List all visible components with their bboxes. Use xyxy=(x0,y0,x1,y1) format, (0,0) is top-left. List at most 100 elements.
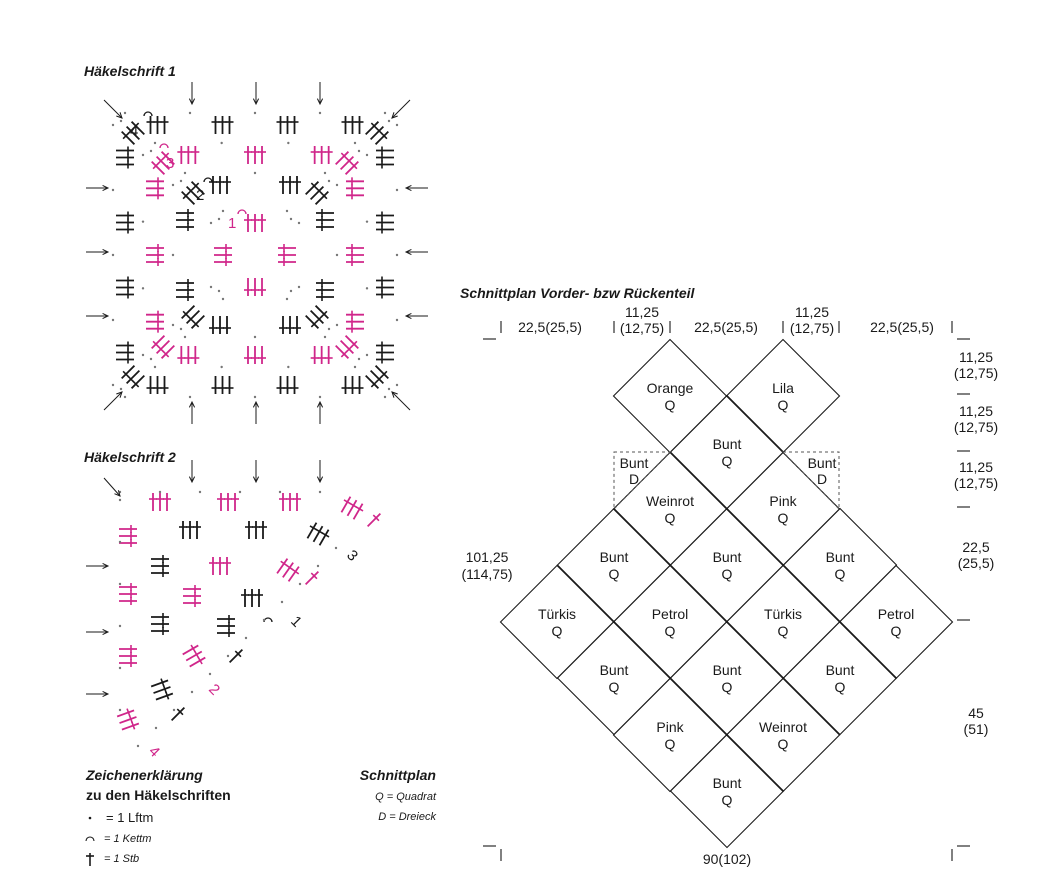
stitch-stb xyxy=(181,190,196,205)
stitch-stb xyxy=(176,286,194,294)
stitch-stb xyxy=(366,512,382,528)
stitch-stb xyxy=(245,521,253,539)
stitch-stb xyxy=(346,184,364,193)
stitch-stb xyxy=(317,346,326,364)
stitch-lftm xyxy=(183,171,187,175)
stitch-lftm xyxy=(395,123,399,127)
plan-square-name: Pink xyxy=(656,719,684,735)
stitch-stb xyxy=(225,376,234,394)
schnittplan-legend-title: Schnittplan xyxy=(360,767,436,783)
stitch-lftm xyxy=(179,179,183,183)
stitch-stb xyxy=(190,314,205,329)
stitch-stb xyxy=(190,181,205,196)
stitch-stb xyxy=(365,374,380,389)
plan-square-name: Bunt xyxy=(713,775,742,791)
stitch-stb xyxy=(316,286,334,294)
plan-square-name: Weinrot xyxy=(759,719,807,735)
stitch-stb xyxy=(176,293,194,301)
legend-title-line1: Zeichenerklärung xyxy=(85,767,203,783)
stitch-stb xyxy=(146,324,164,333)
plan-right-dim-4-line2: (25,5) xyxy=(958,555,995,571)
stitch-stb xyxy=(177,346,186,364)
stitch-stb xyxy=(183,599,201,607)
stitch-stb xyxy=(119,532,137,540)
stitch-stb xyxy=(191,146,200,164)
plan-right-dim-2-line2: (12,75) xyxy=(954,419,998,435)
plan-top-dim-4-line1: 11,25 xyxy=(795,304,829,320)
stitch-lftm xyxy=(285,297,289,301)
stitch-stb xyxy=(369,369,385,385)
stitch-stb xyxy=(116,160,134,169)
stitch-stb xyxy=(218,116,227,134)
stitch-stb xyxy=(355,376,364,394)
stitch-lftm xyxy=(383,395,387,399)
stitch-stb xyxy=(286,316,294,334)
direction-arrow-icon xyxy=(391,99,411,119)
stitch-stb xyxy=(276,116,285,134)
stitch-stb xyxy=(355,116,364,134)
stitch-stb xyxy=(290,116,299,134)
stitch-stb xyxy=(146,258,164,266)
legend-item-lftm: = 1 Lftm xyxy=(106,810,153,825)
chart2-round-4-label: 4 xyxy=(145,743,163,761)
stitch-stb xyxy=(276,558,289,574)
stitch-stb xyxy=(339,339,355,355)
stitch-stb xyxy=(151,555,169,563)
plan-square-code: Q xyxy=(778,736,789,752)
plan-top-dim-2-line2: (12,75) xyxy=(620,320,664,336)
chart1-round-3-label: 3 xyxy=(166,155,174,172)
stitch-stb xyxy=(244,214,252,232)
stitch-stb xyxy=(376,153,394,162)
stitch-stb xyxy=(151,569,169,577)
stitch-lftm xyxy=(365,220,369,223)
legend-item-kettm: = 1 Kettm xyxy=(104,833,151,845)
stitch-stb xyxy=(244,346,252,364)
direction-arrow-icon xyxy=(86,690,110,698)
chart2-round-2-label: 2 xyxy=(205,681,223,699)
stitch-stb xyxy=(316,209,334,217)
stitch-lftm xyxy=(395,383,399,387)
stitch-stb xyxy=(258,146,266,164)
stitch-stb xyxy=(217,629,235,637)
stitch-stb xyxy=(155,155,171,171)
stitch-stb xyxy=(185,650,203,662)
stitch-lftm xyxy=(221,297,225,301)
stitch-lftm xyxy=(111,318,115,322)
stitch-lftm xyxy=(297,221,301,225)
plan-right-dim-1-line2: (12,75) xyxy=(954,365,998,381)
stitch-lftm xyxy=(357,357,361,361)
schnittplan-legend-dreieck: D = Dreieck xyxy=(378,811,436,823)
plan-square-outline xyxy=(612,338,728,454)
stitch-stb xyxy=(155,339,171,355)
stitch-lftm xyxy=(395,253,399,257)
stitch-stb xyxy=(116,290,134,299)
plan-square-name: Weinrot xyxy=(646,493,694,509)
plan-square-outline xyxy=(838,564,954,680)
plan-square-outline xyxy=(669,394,785,510)
stitch-kettm xyxy=(263,617,273,623)
stitch-lftm xyxy=(153,141,157,145)
stitch-lftm xyxy=(335,253,339,257)
stitch-stb xyxy=(119,659,137,667)
stitch-stb xyxy=(306,522,318,539)
stitch-stb xyxy=(255,589,263,607)
stitch-lftm xyxy=(158,490,162,494)
stitch-stb xyxy=(189,656,206,668)
stitch-stb xyxy=(176,216,194,224)
chart2-round-1-label: 1 xyxy=(287,613,305,631)
direction-arrow-icon xyxy=(404,248,428,256)
stitch-stb xyxy=(116,218,134,227)
direction-arrow-icon xyxy=(404,184,428,192)
stitch-lftm xyxy=(387,119,391,123)
plan-left-dim-line1: 101,25 xyxy=(466,549,509,565)
stitch-stb xyxy=(181,305,196,320)
plan-square-outline xyxy=(669,733,785,849)
stitch-stb xyxy=(151,620,169,628)
